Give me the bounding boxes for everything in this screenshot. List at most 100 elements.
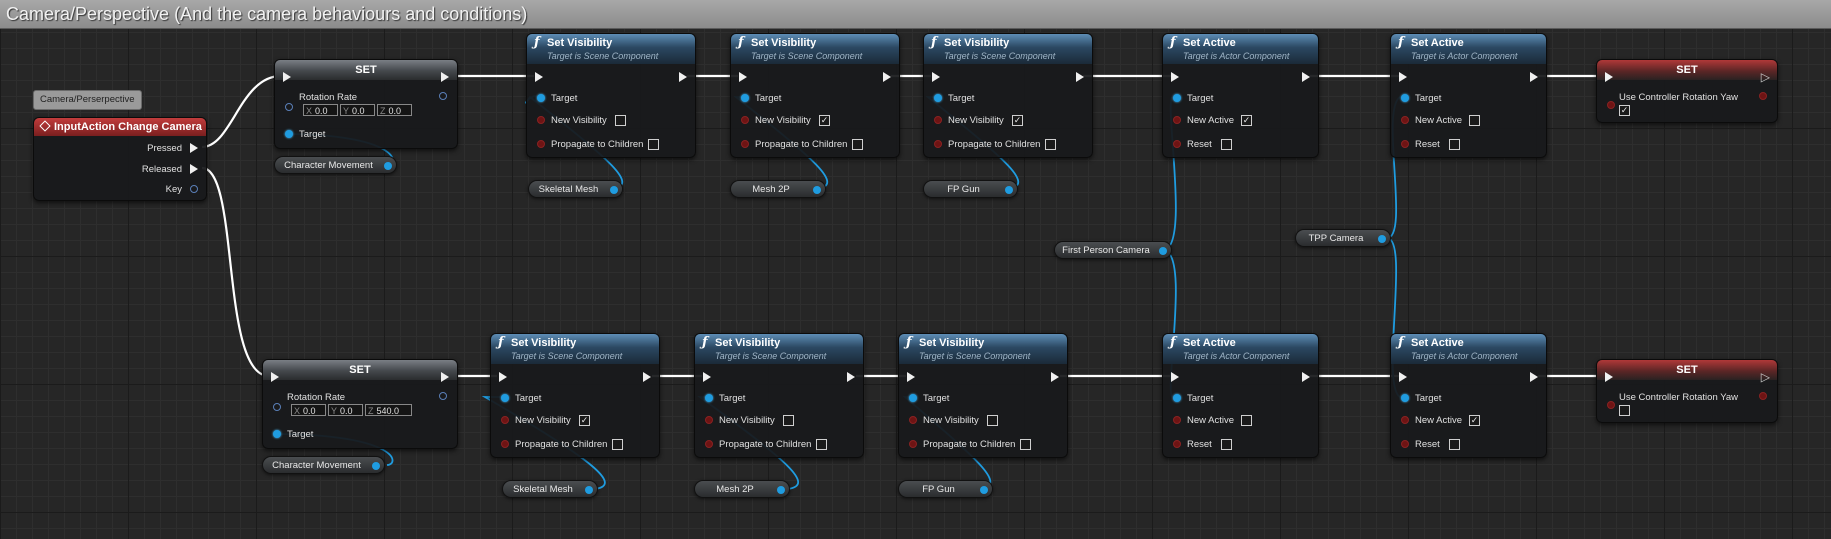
exec-out-pin[interactable] (441, 372, 449, 382)
propagate-checkbox[interactable] (1045, 139, 1056, 150)
exec-out-pin[interactable] (1076, 72, 1084, 82)
propagate-pin[interactable] (705, 440, 713, 448)
exec-in-pin[interactable] (703, 372, 711, 382)
reset-checkbox[interactable] (1449, 139, 1460, 150)
exec-out-pin[interactable] (441, 72, 449, 82)
propagate-pin[interactable] (909, 440, 917, 448)
exec-out-pin[interactable] (1530, 372, 1538, 382)
new-visibility-checkbox[interactable]: ✓ (819, 115, 830, 126)
target-pin[interactable] (537, 94, 545, 102)
input-action-event-node[interactable]: InputAction Change Camera Pressed Releas… (33, 117, 207, 201)
character-movement-var-bottom[interactable]: Character Movement (262, 456, 385, 474)
fp-gun-var-bottom[interactable]: FP Gun (898, 480, 993, 498)
character-movement-var-top[interactable]: Character Movement (274, 156, 397, 174)
skeletal-mesh-var-top[interactable]: Skeletal Mesh (528, 180, 623, 198)
yaw-out-pin[interactable] (1759, 92, 1767, 100)
new-active-checkbox[interactable]: ✓ (1469, 415, 1480, 426)
exec-in-pin[interactable] (1605, 372, 1613, 382)
exec-out-pin[interactable] (847, 372, 855, 382)
target-pin[interactable] (1401, 394, 1409, 402)
propagate-pin[interactable] (501, 440, 509, 448)
comment-title-bar[interactable]: Camera/Perspective (And the camera behav… (0, 0, 1831, 29)
exec-in-pin[interactable] (283, 72, 291, 82)
mesh-2p-var-bottom[interactable]: Mesh 2P (694, 480, 790, 498)
exec-in-pin[interactable] (1171, 72, 1179, 82)
new-visibility-pin[interactable] (501, 416, 509, 424)
target-pin[interactable] (1401, 94, 1409, 102)
exec-out-pin[interactable] (1302, 372, 1310, 382)
first-person-camera-var[interactable]: First Person Camera (1054, 241, 1172, 259)
reset-pin[interactable] (1173, 140, 1181, 148)
new-active-pin[interactable] (1401, 416, 1409, 424)
rotation-rate-in-pin[interactable] (285, 103, 293, 111)
new-visibility-pin[interactable] (909, 416, 917, 424)
propagate-checkbox[interactable] (816, 439, 827, 450)
propagate-checkbox[interactable] (612, 439, 623, 450)
comment-bubble[interactable]: Camera/Perserpective (33, 90, 142, 110)
target-pin[interactable] (934, 94, 942, 102)
target-pin[interactable] (741, 94, 749, 102)
propagate-pin[interactable] (537, 140, 545, 148)
exec-out-pin[interactable] (1051, 372, 1059, 382)
reset-pin[interactable] (1173, 440, 1181, 448)
output-pin[interactable] (1005, 186, 1013, 194)
target-pin[interactable] (285, 130, 293, 138)
output-pin[interactable] (813, 186, 821, 194)
key-pin[interactable] (190, 185, 198, 193)
exec-in-pin[interactable] (535, 72, 543, 82)
new-visibility-pin[interactable] (934, 116, 942, 124)
new-active-checkbox[interactable] (1469, 115, 1480, 126)
output-pin[interactable] (384, 162, 392, 170)
yaw-out-pin[interactable] (1759, 392, 1767, 400)
propagate-checkbox[interactable] (852, 139, 863, 150)
target-pin[interactable] (273, 430, 281, 438)
exec-in-pin[interactable] (271, 372, 279, 382)
exec-out-pin[interactable] (643, 372, 651, 382)
new-active-pin[interactable] (1173, 416, 1181, 424)
exec-in-pin[interactable] (499, 372, 507, 382)
set-controller-yaw-node-top[interactable]: SET ▷ Use Controller Rotation Yaw ✓ (1596, 59, 1778, 123)
output-pin[interactable] (372, 462, 380, 470)
new-visibility-pin[interactable] (741, 116, 749, 124)
target-pin[interactable] (501, 394, 509, 402)
rotation-rate-out-pin[interactable] (439, 92, 447, 100)
reset-pin[interactable] (1401, 440, 1409, 448)
new-visibility-checkbox[interactable]: ✓ (579, 415, 590, 426)
exec-in-pin[interactable] (1399, 72, 1407, 82)
propagate-checkbox[interactable] (648, 139, 659, 150)
exec-in-pin[interactable] (907, 372, 915, 382)
exec-in-pin[interactable] (1605, 72, 1613, 82)
new-active-checkbox[interactable] (1241, 415, 1252, 426)
target-pin[interactable] (705, 394, 713, 402)
output-pin[interactable] (1159, 247, 1167, 255)
reset-pin[interactable] (1401, 140, 1409, 148)
exec-in-pin[interactable] (1171, 372, 1179, 382)
output-pin[interactable] (777, 486, 785, 494)
exec-in-pin[interactable] (739, 72, 747, 82)
use-controller-rotation-yaw-checkbox[interactable] (1619, 405, 1630, 416)
propagate-checkbox[interactable] (1020, 439, 1031, 450)
released-exec-pin[interactable] (190, 164, 198, 174)
new-visibility-checkbox[interactable] (987, 415, 998, 426)
reset-checkbox[interactable] (1221, 439, 1232, 450)
reset-checkbox[interactable] (1449, 439, 1460, 450)
new-visibility-checkbox[interactable]: ✓ (1012, 115, 1023, 126)
yaw-in-pin[interactable] (1607, 401, 1615, 409)
target-pin[interactable] (1173, 94, 1181, 102)
tpp-camera-var[interactable]: TPP Camera (1295, 229, 1391, 247)
new-active-pin[interactable] (1173, 116, 1181, 124)
output-pin[interactable] (1378, 235, 1386, 243)
